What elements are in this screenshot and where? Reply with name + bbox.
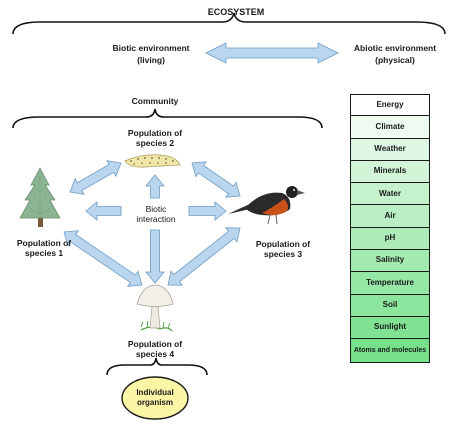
species-3-label: Population of species 3 xyxy=(241,239,325,259)
abiotic-factor: Minerals xyxy=(350,160,430,184)
ecosystem-title: ECOSYSTEM xyxy=(207,7,265,17)
species-2-line2: species 2 xyxy=(135,138,175,148)
species-1-line1: Population of xyxy=(16,238,72,248)
abiotic-factor: Water xyxy=(350,183,430,206)
species-2-line1: Population of xyxy=(127,128,183,138)
biotic-line2: (living) xyxy=(137,55,165,65)
arrow-interaction-left xyxy=(85,201,122,221)
abiotic-factor: Energy xyxy=(350,94,430,117)
biotic-abiotic-arrow xyxy=(205,42,339,64)
abiotic-environment-label: Abiotic environment (physical) xyxy=(343,43,447,65)
abiotic-factor: Soil xyxy=(350,294,430,317)
abiotic-factor: Weather xyxy=(350,138,430,161)
community-brace xyxy=(12,108,323,129)
species-4-line1: Population of xyxy=(127,339,183,349)
arrow-species3-species4 xyxy=(167,227,241,286)
arrow-interaction-right xyxy=(188,201,227,221)
species-4-line2: species 4 xyxy=(135,349,175,359)
species-1-line2: species 1 xyxy=(24,248,64,258)
mushroom-icon xyxy=(136,284,174,332)
individual-organism-label: Individual organism xyxy=(125,388,185,408)
species-1-label: Population of species 1 xyxy=(2,238,86,258)
conifer-tree-icon xyxy=(19,167,61,227)
arrow-species2-species3 xyxy=(191,161,241,198)
species-3-line1: Population of xyxy=(255,239,311,249)
interaction-line1: Biotic xyxy=(145,204,167,214)
abiotic-factor: pH xyxy=(350,227,430,251)
caterpillar-icon xyxy=(124,154,181,168)
species-3-line2: species 3 xyxy=(263,249,303,259)
individual-line1: Individual xyxy=(136,388,174,397)
bird-icon xyxy=(228,186,305,225)
biotic-environment-label: Biotic environment (living) xyxy=(101,43,201,65)
abiotic-factor: Sunlight xyxy=(350,316,430,340)
individual-organism-ellipse xyxy=(121,376,189,420)
arrow-species1-species2 xyxy=(69,160,122,195)
interaction-arrows xyxy=(63,160,241,287)
arrow-interaction-up xyxy=(145,174,165,199)
arrow-species1-species4 xyxy=(63,230,143,287)
abiotic-factor: Climate xyxy=(350,116,430,139)
arrow-interaction-down xyxy=(145,229,165,284)
abiotic-line2: (physical) xyxy=(375,55,415,65)
abiotic-factor: Salinity xyxy=(350,250,430,273)
abiotic-factors-list: Energy Climate Weather Minerals Water Ai… xyxy=(350,94,430,364)
species-4-label: Population of species 4 xyxy=(113,339,197,359)
biotic-interaction-label: Biotic interaction xyxy=(121,204,191,224)
population-brace xyxy=(106,357,208,376)
interaction-line2: interaction xyxy=(136,214,176,224)
community-label: Community xyxy=(131,96,179,106)
ecosystem-brace xyxy=(12,12,446,35)
species-2-label: Population of species 2 xyxy=(113,128,197,148)
individual-line2: organism xyxy=(136,398,173,407)
abiotic-factor: Temperature xyxy=(350,272,430,295)
abiotic-factor: Air xyxy=(350,205,430,228)
biotic-line1: Biotic environment xyxy=(112,43,190,53)
abiotic-factor: Atoms and molecules xyxy=(350,339,430,364)
abiotic-line1: Abiotic environment xyxy=(353,43,437,53)
